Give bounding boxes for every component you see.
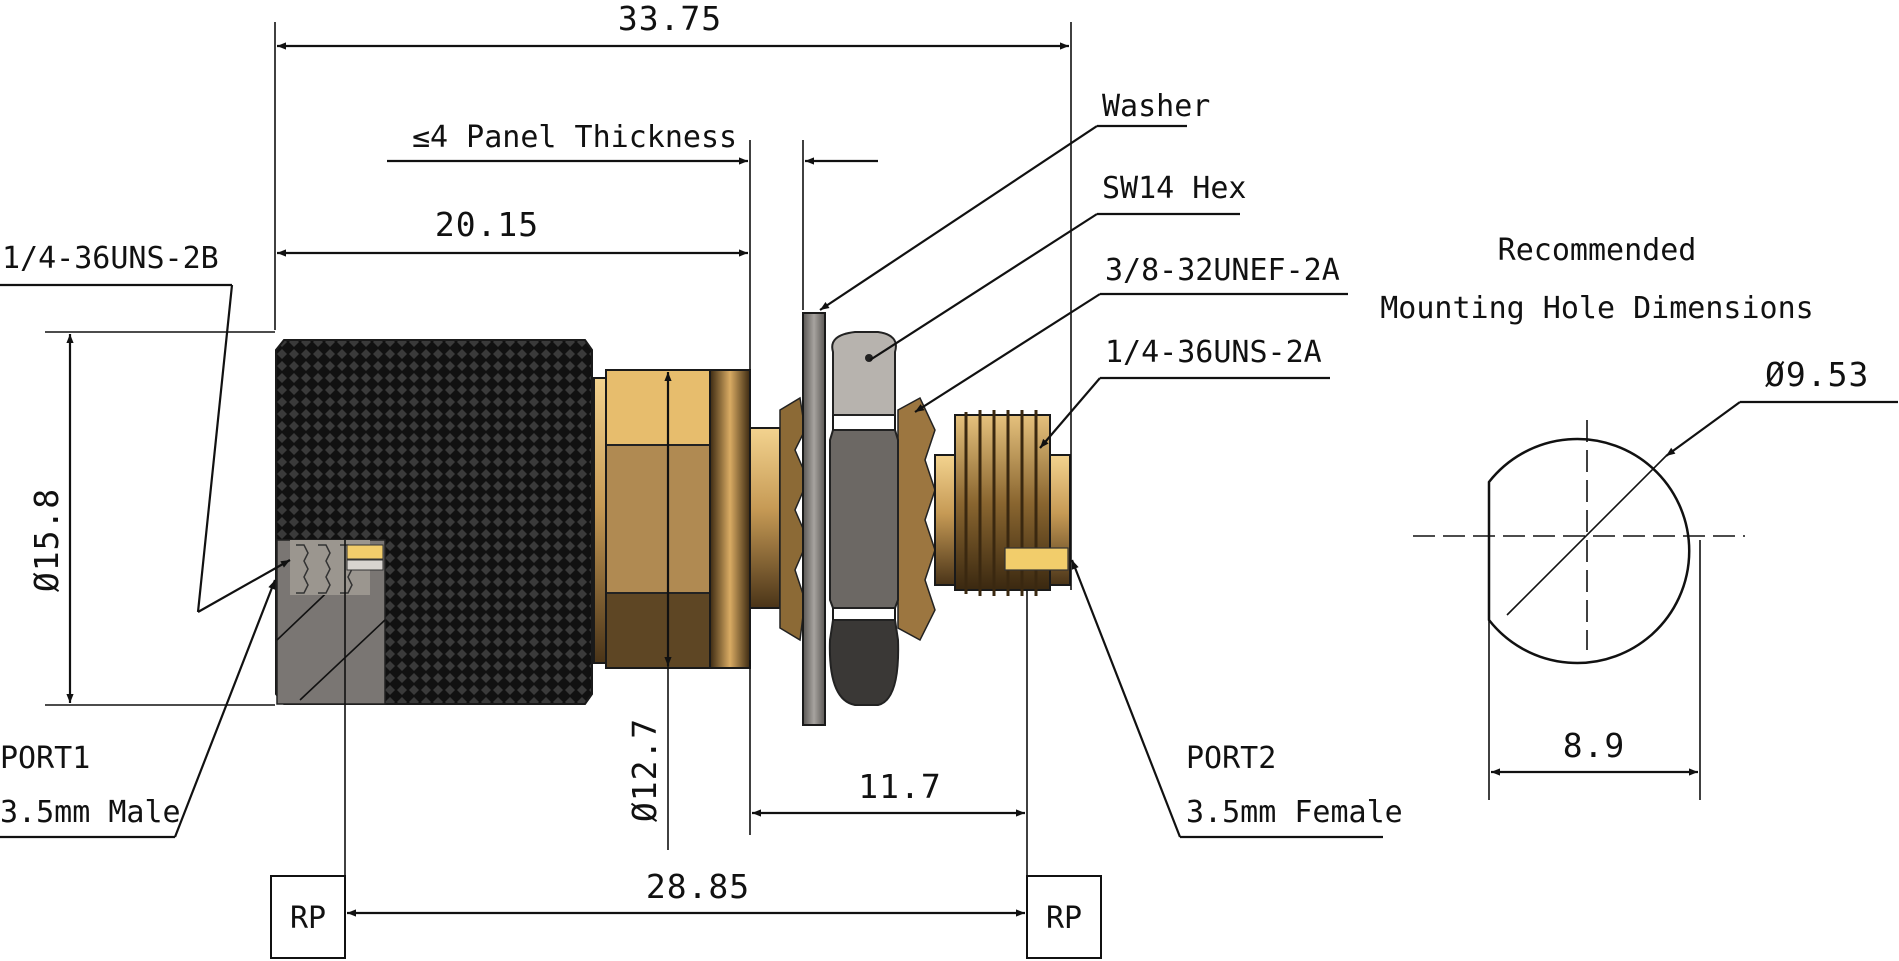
mounting-thread: [779, 396, 936, 642]
dim-port2-length: 11.7: [858, 767, 941, 806]
callout-port1-thread: 1/4-36UNS-2B: [2, 241, 219, 276]
dim-length-to-panel: 20.15: [435, 205, 539, 244]
brass-collar: [593, 377, 607, 664]
labels: 33.75 ≤4 Panel Thickness 20.15 Ø15.8 Ø12…: [0, 0, 1869, 936]
dim-knurl-diameter: Ø15.8: [27, 488, 66, 592]
mounting-hole-diameter: Ø9.53: [1765, 355, 1869, 394]
mounting-hole-view: [1413, 400, 1898, 800]
ref-plane-box-right: [1026, 875, 1102, 959]
callout-mount-thread: 3/8-32UNEF-2A: [1105, 253, 1340, 288]
port1-name: PORT1: [0, 741, 90, 776]
mounting-flat-width: 8.9: [1563, 726, 1626, 765]
port1-cutaway: [276, 539, 386, 705]
ref-plane-right-label: RP: [1046, 901, 1082, 936]
connector-body: [275, 312, 1071, 726]
port2-thread: [954, 410, 1071, 596]
washer: [802, 312, 826, 726]
port1-type: 3.5mm Male: [0, 795, 181, 830]
leader-lines: [0, 124, 1383, 839]
dim-hex-diameter: Ø12.7: [625, 718, 664, 822]
dimension-lines: [45, 22, 1072, 955]
dim-overall-length: 33.75: [618, 0, 722, 38]
hex-body: [605, 369, 711, 669]
flange: [709, 369, 751, 669]
port2-shaft: [934, 454, 956, 586]
ref-plane-box-left: [270, 875, 346, 959]
port2-type: 3.5mm Female: [1186, 795, 1403, 830]
callout-washer: Washer: [1102, 89, 1210, 124]
body-neck: [749, 427, 781, 609]
hex-nut: [828, 331, 900, 706]
ref-plane-left-label: RP: [290, 901, 326, 936]
dim-panel-thickness: ≤4 Panel Thickness: [412, 120, 737, 155]
mounting-title-line2: Mounting Hole Dimensions: [1380, 291, 1813, 326]
dim-ref-plane-distance: 28.85: [646, 867, 750, 906]
port2-name: PORT2: [1186, 741, 1276, 776]
callout-hex: SW14 Hex: [1102, 171, 1247, 206]
callout-port2-thread: 1/4-36UNS-2A: [1105, 335, 1322, 370]
mounting-hole-outline: [1487, 437, 1691, 665]
mounting-title-line1: Recommended: [1498, 233, 1697, 268]
